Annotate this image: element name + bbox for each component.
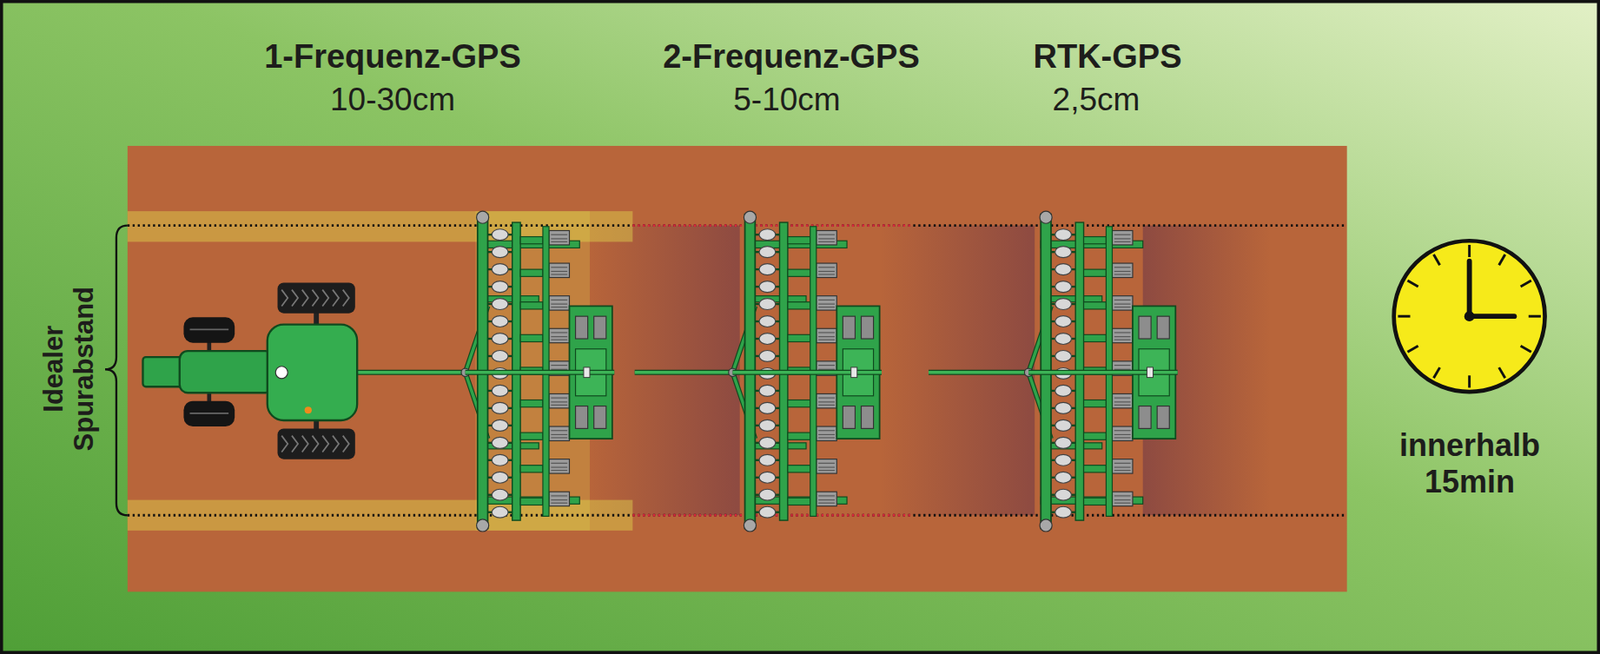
seeder (728, 211, 882, 532)
caption-text: innerhalb 15min (1399, 427, 1541, 502)
clock (1394, 240, 1546, 392)
column-heading: RTK-GPS (1033, 38, 1183, 77)
seeder (461, 211, 615, 532)
dimension-label: Idealer Spurabstand (39, 286, 100, 451)
field (127, 145, 1348, 592)
curly-brace (105, 225, 128, 516)
caption-text: 10-30cm (330, 81, 456, 120)
seeder (1024, 211, 1177, 532)
caption-text: 5-10cm (733, 81, 840, 120)
tractor (142, 282, 465, 459)
column-heading: 1-Frequenz-GPS (264, 38, 522, 77)
column-heading: 2-Frequenz-GPS (662, 38, 920, 77)
caption-text: 2,5cm (1052, 81, 1141, 120)
